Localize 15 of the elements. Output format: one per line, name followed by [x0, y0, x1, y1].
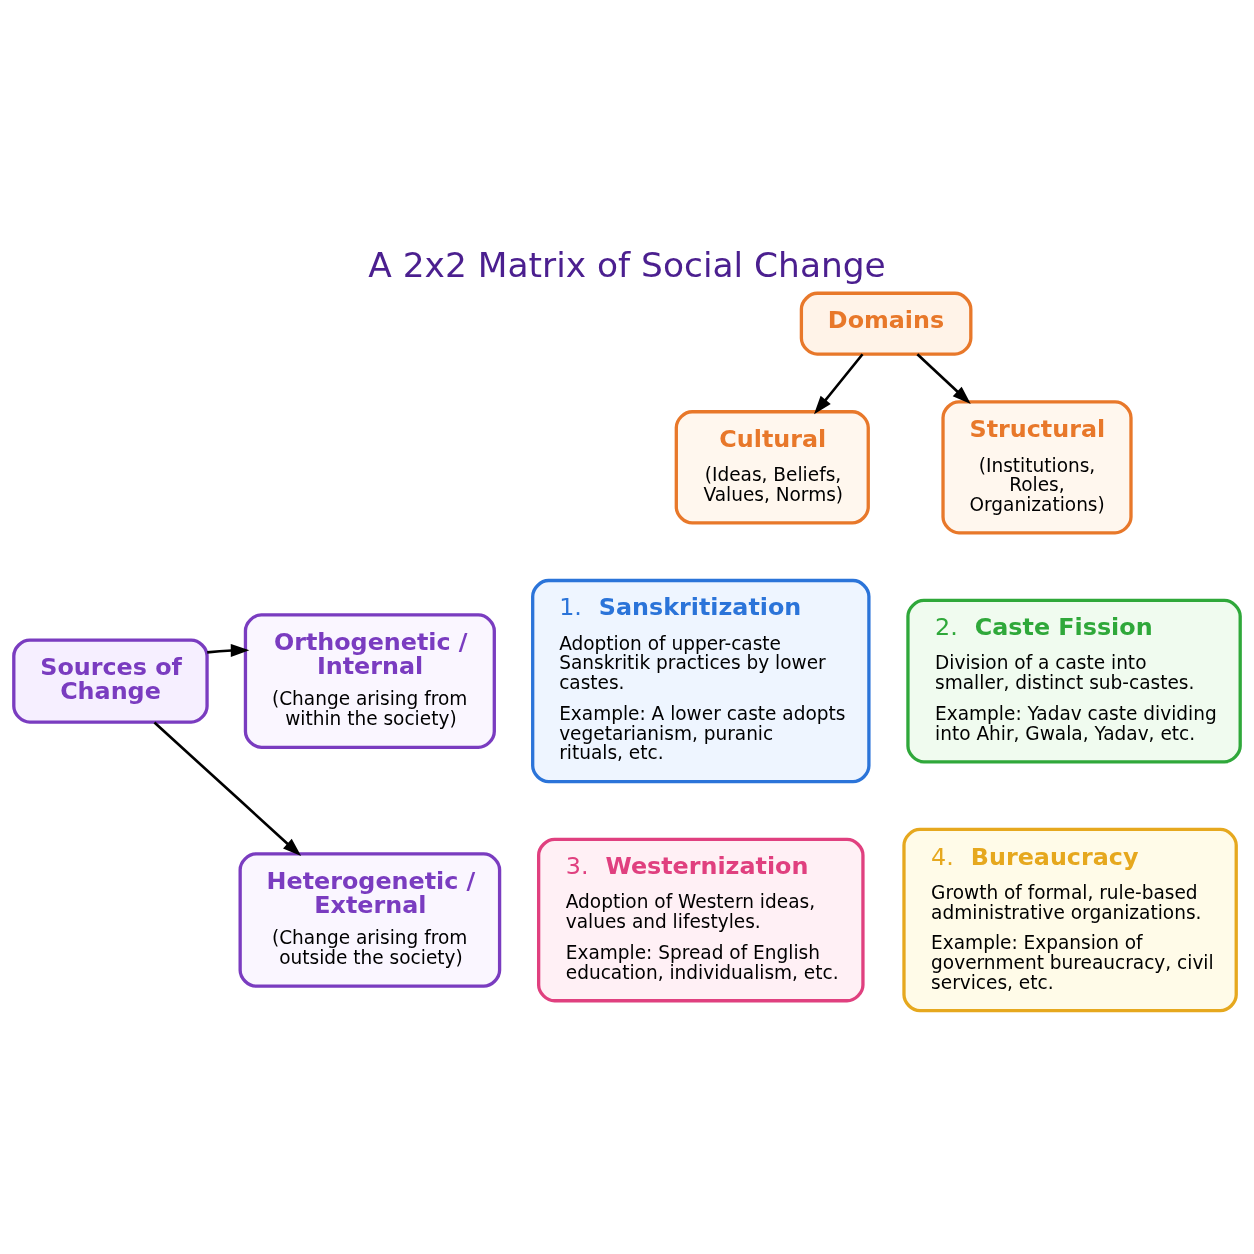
diagram-title: A 2x2 Matrix of Social Change	[368, 244, 886, 285]
arrow	[814, 352, 864, 414]
node-box: 4. Bureaucracy Growth of formal, rule-based administrative organizations. Example: Expansion of government bureaucracy, civil services, etc.	[902, 827, 1238, 1012]
arrow	[207, 643, 250, 657]
node-box: 2. Caste Fission Division of a caste into smaller, distinct sub-castes. Example: Yadav caste dividing into Ahir, Gwala, Yadav, etc.	[906, 598, 1242, 763]
node-box: 1. Sanskritization Adoption of upper-caste Sanskritik practices by lower castes. Example: A lower caste adopts vegetarianism, puranic rituals, etc.	[531, 578, 871, 783]
arrow	[153, 721, 302, 856]
node-box: Domains	[799, 291, 973, 356]
node-box: 3. Westernization Adoption of Western ideas, values and lifestyles. Example: Spread of English education, individualism, etc.	[537, 837, 865, 1002]
node-box: Heterogenetic / External (Change arising from outside the society)	[238, 851, 502, 988]
node-box: Cultural (Ideas, Beliefs, Values, Norms)	[674, 409, 870, 525]
arrow	[916, 352, 971, 404]
node-box: Structural (Institutions, Roles, Organizations)	[941, 399, 1133, 534]
node-box: Sources of Change	[12, 637, 209, 724]
node-box: Orthogenetic / Internal (Change arising from within the society)	[243, 612, 496, 749]
